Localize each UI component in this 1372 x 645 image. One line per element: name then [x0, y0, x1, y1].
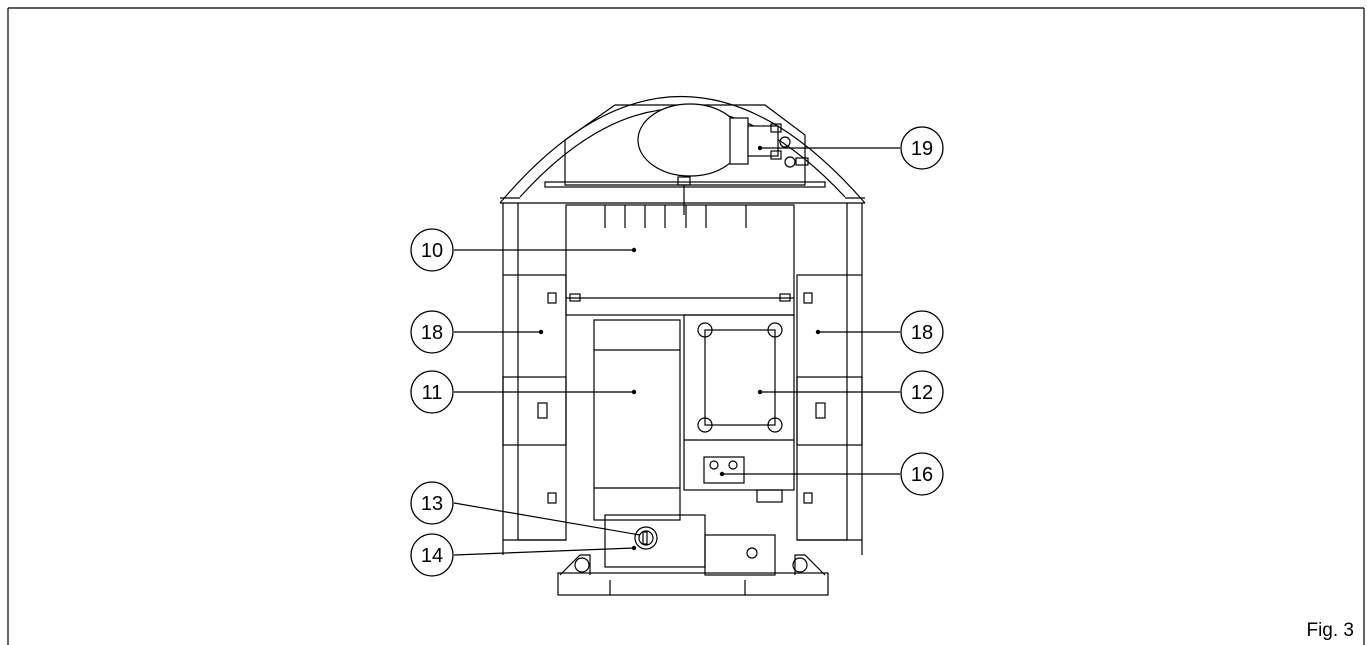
- callout-10: 10: [410, 228, 454, 272]
- callout-10-label: 10: [421, 240, 443, 262]
- machine-drawing: [499, 96, 866, 596]
- component-12-box: [683, 314, 795, 491]
- lamp-bulb: [637, 103, 743, 177]
- callout-11-label: 11: [422, 382, 443, 404]
- callout-14-label: 14: [421, 545, 443, 567]
- side-panel-left: [517, 274, 567, 541]
- figure-label: Fig. 3: [1306, 620, 1354, 641]
- callout-16: 16: [900, 452, 944, 496]
- component-11-box: [593, 319, 681, 521]
- callout-18-right-label: 18: [911, 322, 933, 344]
- leader-dots: [538, 145, 821, 551]
- callouts: 19 10 18 18 11 12 16 13: [410, 126, 944, 577]
- component-10-box: [565, 204, 795, 316]
- callout-19-label: 19: [911, 138, 933, 160]
- callout-18-left-label: 18: [421, 322, 443, 344]
- callout-12-label: 12: [911, 382, 933, 404]
- callout-14: 14: [410, 533, 454, 577]
- callout-13: 13: [410, 481, 454, 525]
- leader-14: [453, 547, 635, 556]
- leader-lines: [453, 147, 900, 556]
- dome-outer: [499, 96, 866, 204]
- component-14-box: [604, 514, 706, 568]
- callout-13-label: 13: [421, 493, 443, 515]
- callout-11: 11: [410, 370, 454, 414]
- base-plate: [557, 572, 829, 596]
- lamp-housing: [564, 104, 806, 186]
- callout-18-left: 18: [410, 310, 454, 354]
- callout-16-label: 16: [911, 464, 933, 486]
- callout-19: 19: [900, 126, 944, 170]
- callout-12: 12: [900, 370, 944, 414]
- component-13-knob: [634, 526, 658, 550]
- component-16-box: [703, 456, 745, 484]
- callout-18-right: 18: [900, 310, 944, 354]
- leader-13: [453, 502, 641, 536]
- drawing-border: [7, 7, 1365, 645]
